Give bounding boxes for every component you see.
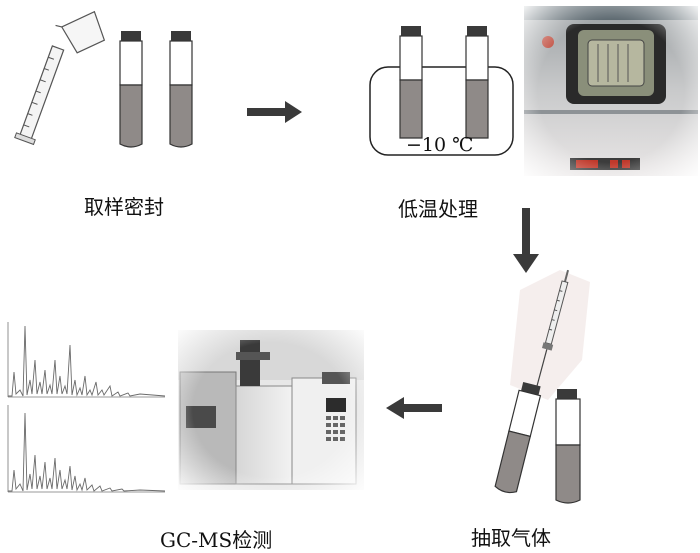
bath-tube-1 bbox=[400, 26, 422, 138]
chromatogram-plot-top bbox=[8, 322, 165, 397]
graduated-cylinder-icon bbox=[15, 45, 68, 145]
arrow-down bbox=[513, 208, 539, 273]
sample-tube-2 bbox=[170, 31, 192, 147]
cooling-device-photo bbox=[524, 6, 698, 176]
chromatogram-plot-bottom bbox=[8, 405, 165, 492]
step-label-detection: GC-MS检测 bbox=[160, 524, 272, 553]
extraction-tube-upright bbox=[556, 389, 580, 503]
step-label-sampling: 取样密封 bbox=[84, 191, 164, 220]
extraction-tube-tilted bbox=[494, 382, 542, 495]
step-label-cooling: 低温处理 bbox=[398, 193, 478, 222]
temperature-label: −10 ℃ bbox=[406, 134, 473, 156]
gc-ms-instrument-photo bbox=[178, 330, 364, 490]
sample-tube-1 bbox=[120, 31, 142, 147]
arrow-left bbox=[386, 397, 442, 419]
arrow-right bbox=[247, 101, 302, 123]
beaker-icon bbox=[56, 8, 108, 56]
step-label-extraction: 抽取气体 bbox=[471, 522, 551, 551]
bath-tube-2 bbox=[466, 26, 488, 138]
